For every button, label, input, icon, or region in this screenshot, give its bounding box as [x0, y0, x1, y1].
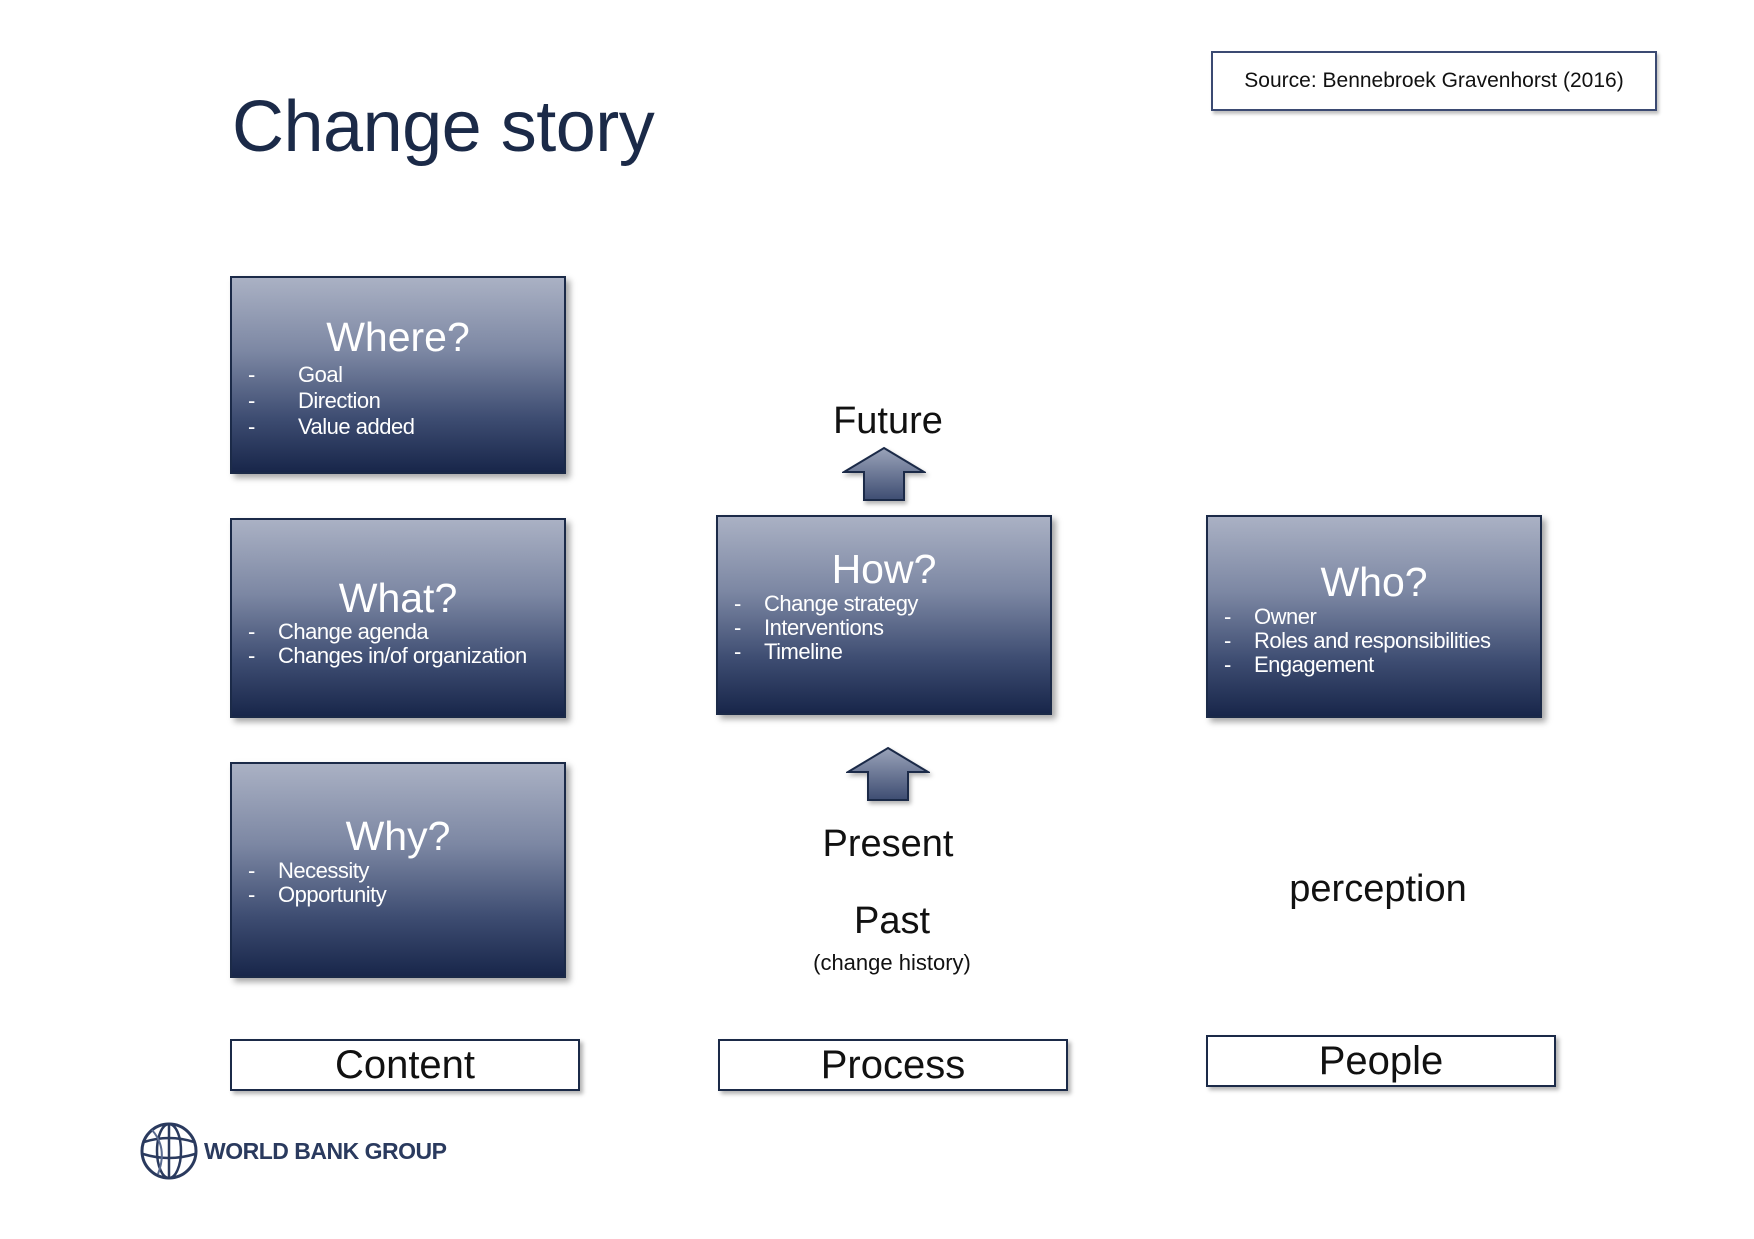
card-why: Why? Necessity Opportunity [230, 762, 566, 978]
list-item: Changes in/of organization [248, 644, 527, 669]
list-item: Change agenda [248, 620, 527, 645]
card-who: Who? Owner Roles and responsibilities En… [1206, 515, 1542, 718]
list-item: Owner [1224, 605, 1490, 630]
list-item: Necessity [248, 859, 386, 884]
page-title: Change story [232, 87, 655, 167]
card-heading: Where? [326, 314, 470, 360]
label-perception: perception [1289, 868, 1467, 910]
card-list: Necessity Opportunity [248, 859, 387, 908]
list-item: Value added [248, 414, 415, 440]
card-list: Goal Direction Value added [248, 362, 415, 440]
source-citation: Source: Bennebroek Gravenhorst (2016) [1211, 51, 1657, 111]
up-arrow-icon [842, 446, 926, 501]
card-list: Change strategy Interventions Timeline [734, 592, 918, 665]
card-heading: Who? [1320, 559, 1428, 605]
card-heading: Why? [345, 813, 451, 859]
column-label-people: People [1206, 1035, 1556, 1087]
world-bank-logo: WORLD BANK GROUP [138, 1120, 447, 1182]
card-list: Owner Roles and responsibilities Engagem… [1224, 605, 1491, 678]
card-where: Where? Goal Direction Value added [230, 276, 566, 474]
card-what: What? Change agenda Changes in/of organi… [230, 518, 566, 718]
column-label-process: Process [718, 1039, 1068, 1091]
list-item: Interventions [734, 616, 918, 641]
list-item: Opportunity [248, 883, 387, 908]
list-item: Change strategy [734, 592, 918, 617]
card-how: How? Change strategy Interventions Timel… [716, 515, 1052, 715]
list-item: Roles and responsibilities [1224, 629, 1491, 654]
up-arrow-icon [846, 746, 930, 801]
card-list: Change agenda Changes in/of organization [248, 620, 527, 669]
list-item: Direction [248, 388, 414, 414]
label-present: Present [822, 823, 954, 865]
label-past: Past [853, 900, 931, 942]
list-item: Timeline [734, 640, 918, 665]
card-heading: What? [338, 575, 458, 621]
label-future: Future [833, 400, 943, 442]
column-label-content: Content [230, 1039, 580, 1091]
globe-icon [140, 1122, 198, 1180]
list-item: Engagement [1224, 653, 1490, 678]
logo-text: WORLD BANK GROUP [204, 1137, 447, 1164]
list-item: Goal [248, 362, 414, 388]
card-heading: How? [831, 546, 937, 592]
label-past-subtitle: (change history) [813, 950, 971, 975]
